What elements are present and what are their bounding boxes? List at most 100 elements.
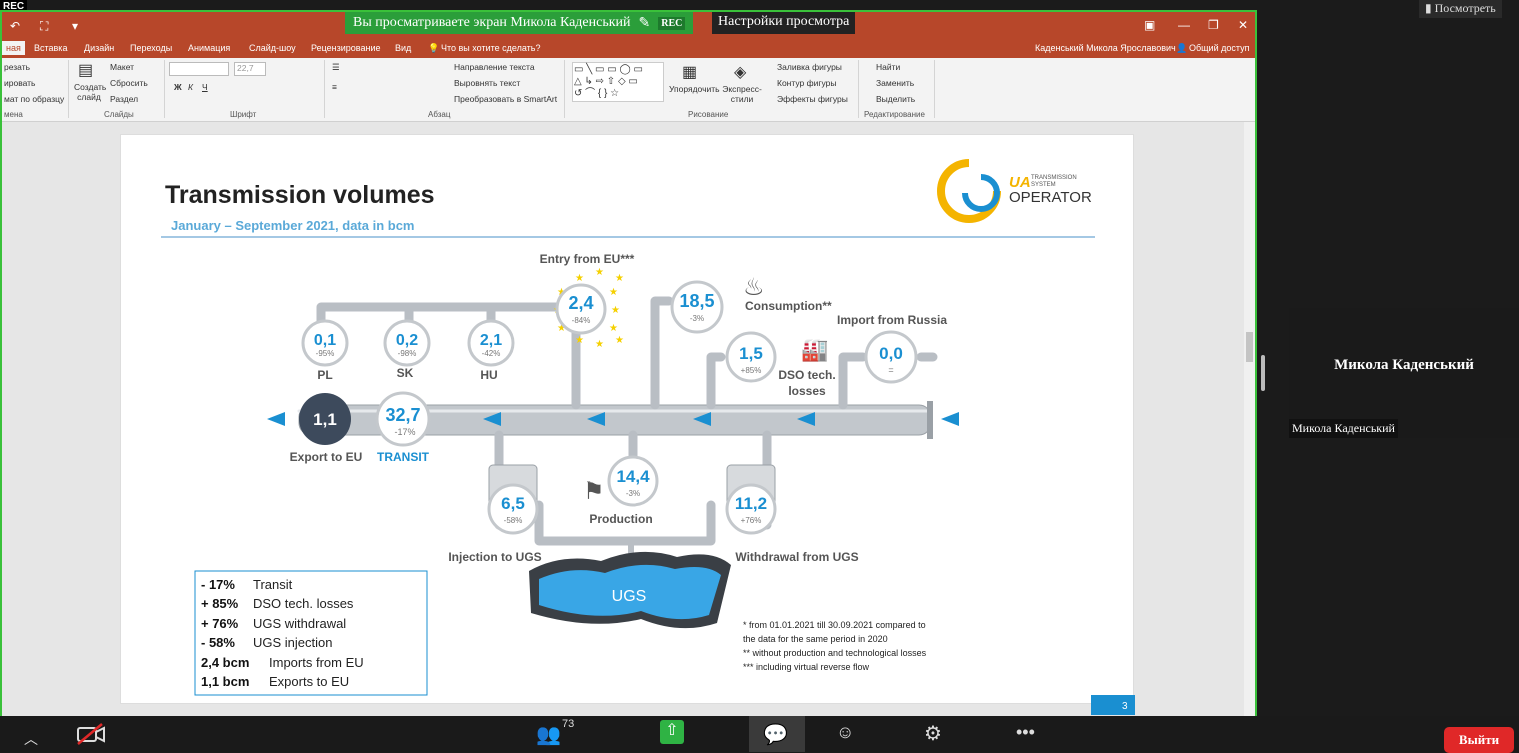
- italic-icon[interactable]: К: [188, 82, 194, 92]
- ugs-reservoir: UGS: [529, 551, 731, 629]
- share-button[interactable]: Общий доступ: [1189, 43, 1250, 53]
- entry-eu-label: Entry from EU***: [540, 252, 635, 266]
- transit-change: -17%: [394, 427, 415, 437]
- reactions-icon[interactable]: ☺: [836, 722, 855, 742]
- node-dso: 1,5 +85% DSO tech. losses: [725, 331, 836, 398]
- view-button[interactable]: ▮ Посмотреть: [1419, 0, 1502, 18]
- person-icon: 👤: [1176, 43, 1188, 53]
- user-name[interactable]: Каденський Микола Ярославович: [1035, 43, 1176, 53]
- view-options-button[interactable]: Настройки просмотра: [712, 12, 856, 34]
- customize-qat-icon[interactable]: ▾: [72, 19, 79, 33]
- tab-slideshow[interactable]: Слайд-шоу: [249, 43, 296, 53]
- chat-button[interactable]: [749, 716, 805, 752]
- tab-insert[interactable]: Вставка: [34, 43, 68, 53]
- close-icon[interactable]: ✕: [1238, 18, 1249, 32]
- presentation-start-icon[interactable]: ⛶: [40, 19, 49, 33]
- font-size-input[interactable]: 22,7: [234, 62, 266, 76]
- share-screen-icon[interactable]: ⇧: [660, 720, 684, 744]
- hu-value: 2,1: [480, 332, 502, 349]
- layout-button[interactable]: Макет: [110, 62, 135, 72]
- select-button[interactable]: Выделить: [876, 94, 916, 104]
- tab-view[interactable]: Вид: [395, 43, 412, 53]
- tell-me-input[interactable]: Что вы хотите сделать?: [441, 43, 541, 53]
- summary-text-transit: Transit: [253, 577, 293, 592]
- injection-value: 6,5: [501, 494, 525, 513]
- summary-value-transit: - 17%: [201, 577, 235, 592]
- sk-label: SK: [397, 366, 414, 380]
- view-button-label: Посмотреть: [1434, 1, 1496, 15]
- import-pipe: [838, 352, 938, 410]
- rec-badge: REC: [0, 0, 28, 13]
- video-off-icon[interactable]: [76, 722, 106, 752]
- section-button[interactable]: Раздел: [110, 94, 139, 104]
- logo-line3: OPERATOR: [1009, 189, 1092, 206]
- participant-video-tile[interactable]: [1289, 308, 1519, 438]
- participants-icon[interactable]: 👥: [536, 724, 561, 746]
- chevron-up-icon[interactable]: ︿: [24, 731, 38, 747]
- align-left-icon[interactable]: ≡: [332, 82, 337, 92]
- vertical-scrollbar[interactable]: [1244, 122, 1255, 716]
- new-slide-icon: ▤: [78, 62, 94, 79]
- bold-icon[interactable]: Ж: [174, 82, 182, 92]
- scrollbar-thumb[interactable]: [1246, 332, 1253, 362]
- cut-button[interactable]: резать: [4, 62, 31, 72]
- sk-change: -98%: [398, 349, 417, 358]
- tab-home[interactable]: ная: [2, 41, 25, 55]
- eu-star: ★: [575, 273, 584, 284]
- shape-fill-button[interactable]: Заливка фигуры: [777, 62, 842, 72]
- quick-styles-button[interactable]: Экспресс-стили: [722, 84, 762, 104]
- settings-icon[interactable]: ⚙: [924, 723, 942, 745]
- withdrawal-label: Withdrawal from UGS: [735, 550, 858, 564]
- ribbon-tabs: ная Вставка Дизайн Переходы Анимация Сла…: [2, 40, 1255, 58]
- eu-star: ★: [615, 335, 624, 346]
- font-name-input[interactable]: [169, 62, 229, 76]
- pl-label: PL: [317, 368, 332, 382]
- smartart-button[interactable]: Преобразовать в SmartArt: [454, 94, 558, 104]
- panel-resize-handle[interactable]: [1261, 355, 1265, 391]
- logo-ua: UA: [1009, 174, 1031, 191]
- tab-transitions[interactable]: Переходы: [130, 43, 173, 53]
- summary-text-imports: Imports from EU: [269, 655, 364, 670]
- screen-share-banner: Вы просматриваете экран Микола Каденськи…: [345, 12, 694, 34]
- tab-animations[interactable]: Анимация: [188, 43, 231, 53]
- leave-button[interactable]: Выйти: [1444, 727, 1514, 753]
- reset-button[interactable]: Сбросить: [110, 78, 148, 88]
- align-text-button[interactable]: Выровнять текст: [454, 78, 521, 88]
- withdrawal-change: +76%: [741, 516, 762, 525]
- ribbon-options-icon[interactable]: ▣: [1144, 18, 1156, 32]
- tab-review[interactable]: Рецензирование: [311, 43, 381, 53]
- withdrawal-value: 11,2: [735, 494, 767, 513]
- eu-star: ★: [557, 323, 566, 334]
- copy-button[interactable]: ировать: [4, 78, 36, 88]
- more-icon[interactable]: •••: [1016, 722, 1035, 742]
- summary-text-exports: Exports to EU: [269, 674, 349, 689]
- group-label-paragraph: Абзац: [428, 110, 451, 119]
- hu-change: -42%: [482, 349, 501, 358]
- text-direction-button[interactable]: Направление текста: [454, 62, 535, 72]
- summary-value-exports: 1,1 bcm: [201, 674, 249, 689]
- dso-value: 1,5: [739, 344, 763, 363]
- arrange-button[interactable]: Упорядочить: [669, 84, 720, 94]
- shape-effects-button[interactable]: Эффекты фигуры: [777, 94, 848, 104]
- tab-design[interactable]: Дизайн: [84, 43, 115, 53]
- new-slide-button[interactable]: Создать слайд: [74, 82, 107, 102]
- summary-value-imports: 2,4 bcm: [201, 655, 249, 670]
- format-painter-button[interactable]: мат по образцу: [4, 94, 65, 104]
- bullets-icon[interactable]: ☰: [332, 62, 340, 72]
- node-entry-eu: 2,4 -84% Entry from EU***: [540, 252, 635, 335]
- minimize-icon[interactable]: —: [1178, 18, 1190, 32]
- summary-text-withdrawal: UGS withdrawal: [253, 616, 346, 631]
- import-russia-change: =: [888, 365, 893, 375]
- slide-canvas: Transmission volumes January – September…: [161, 159, 1135, 715]
- page-number-box: [1091, 695, 1135, 715]
- underline-icon[interactable]: Ч: [202, 82, 208, 92]
- factory-icon: 🏭: [801, 337, 828, 362]
- shape-outline-button[interactable]: Контур фигуры: [777, 78, 837, 88]
- summary-value-withdrawal: + 76%: [201, 616, 239, 631]
- find-button[interactable]: Найти: [876, 62, 901, 72]
- shapes-gallery[interactable]: ▭ ╲ ▭ ▭ ◯ ▭△ ↳ ⇨ ⇧ ◇ ▭↺ ⌒ { } ☆: [572, 62, 664, 102]
- group-label-font: Шрифт: [230, 110, 257, 119]
- replace-button[interactable]: Заменить: [876, 78, 915, 88]
- maximize-icon[interactable]: ❐: [1208, 18, 1219, 32]
- undo-icon[interactable]: ↶: [10, 19, 21, 33]
